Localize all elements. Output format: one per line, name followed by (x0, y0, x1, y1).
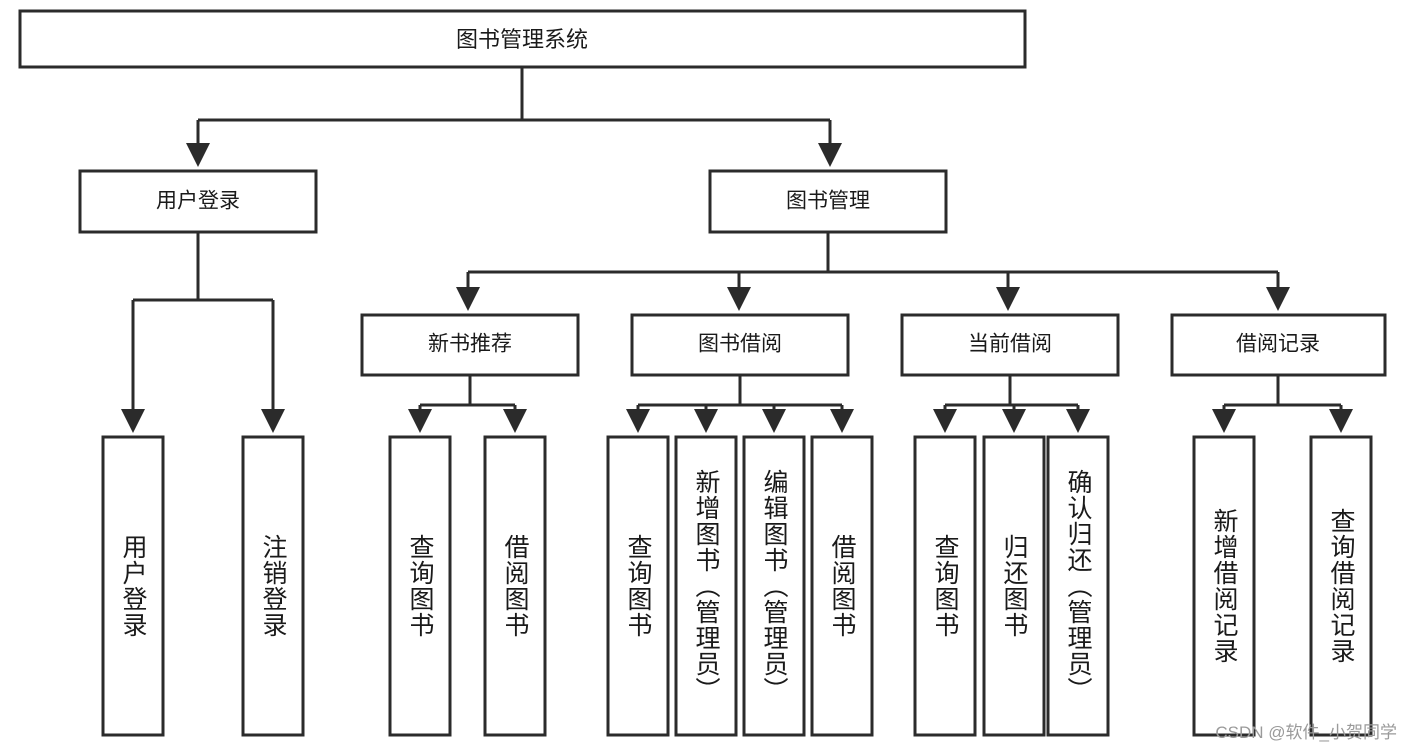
node-new-book-recommend-box[interactable] (360, 313, 580, 377)
node-book-mgmt-box[interactable] (708, 169, 948, 234)
node-current-borrow-box[interactable] (900, 313, 1120, 377)
leaf-box-new-book-1[interactable] (483, 435, 547, 737)
leaf-box-current-borrow-2[interactable] (1046, 435, 1110, 737)
leaf-box-borrow-record-0[interactable] (1192, 435, 1256, 737)
node-book-mgmt-label: 图书管理 (786, 190, 870, 213)
leaf-box-book-borrow-0[interactable] (606, 435, 670, 737)
node-user-login-label: 用户登录 (156, 190, 240, 213)
node-new-book-recommend-label: 新书推荐 (428, 333, 512, 356)
watermark: CSDN @软件_小贺同学 (1215, 723, 1397, 742)
leaf-box-book-borrow-1[interactable] (674, 435, 738, 737)
node-current-borrow-label: 当前借阅 (968, 333, 1052, 356)
leaf-box-borrow-record-1[interactable] (1309, 435, 1373, 737)
node-root-box[interactable] (18, 9, 1027, 69)
leaf-box-user-login-0[interactable] (101, 435, 165, 737)
leaf-box-new-book-0[interactable] (388, 435, 452, 737)
leaf-box-user-login-1[interactable] (241, 435, 305, 737)
node-borrow-record-box[interactable] (1170, 313, 1387, 377)
node-root-label: 图书管理系统 (456, 27, 588, 52)
node-book-borrow-label: 图书借阅 (698, 333, 782, 356)
node-borrow-record-label: 借阅记录 (1236, 333, 1320, 356)
leaf-box-book-borrow-2[interactable] (742, 435, 806, 737)
leaf-box-book-borrow-3[interactable] (810, 435, 874, 737)
leaf-box-current-borrow-0[interactable] (913, 435, 977, 737)
leaf-box-current-borrow-1[interactable] (982, 435, 1046, 737)
node-book-borrow-box[interactable] (630, 313, 850, 377)
